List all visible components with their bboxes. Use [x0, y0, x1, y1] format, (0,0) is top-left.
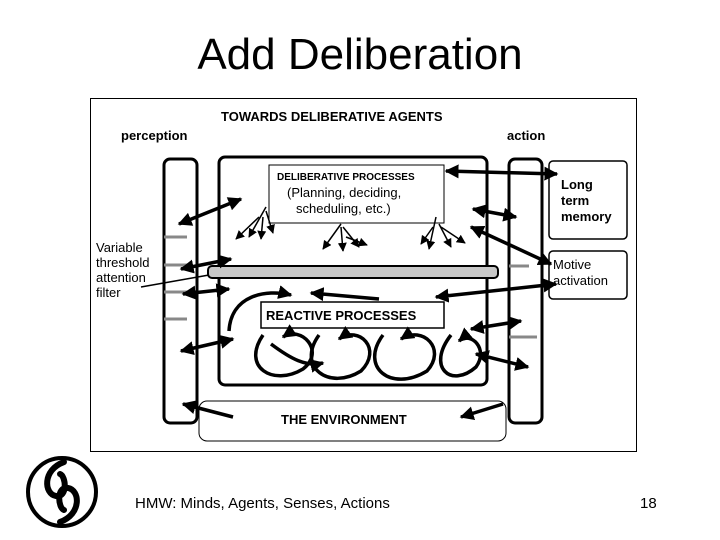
ltm-line: term — [561, 193, 590, 208]
deliberative-line2: scheduling, etc.) — [296, 201, 391, 216]
filter-pointer — [140, 274, 210, 288]
branching-arrows — [235, 206, 466, 252]
action-label: action — [507, 128, 546, 143]
university-logo-icon — [26, 456, 98, 528]
long-term-memory-box — [548, 160, 628, 240]
reactive-box — [260, 301, 445, 329]
motive-activation-box — [548, 250, 628, 300]
flow-arrows — [177, 164, 559, 420]
footer-text: HMW: Minds, Agents, Senses, Actions — [135, 495, 390, 512]
filter-label: Variable threshold attention filter — [96, 240, 149, 300]
environment-label: THE ENVIRONMENT — [281, 412, 407, 427]
reactive-label: REACTIVE PROCESSES — [266, 308, 417, 323]
diagram-heading: TOWARDS DELIBERATIVE AGENTS — [221, 109, 443, 124]
architecture-diagram: TOWARDS DELIBERATIVE AGENTS perception a… — [90, 98, 637, 452]
motive-line: activation — [553, 273, 608, 288]
ltm-line: memory — [561, 209, 612, 224]
deliberative-title: DELIBERATIVE PROCESSES — [277, 172, 415, 183]
filter-label-line: Variable — [96, 240, 143, 255]
filter-label-line: threshold — [96, 255, 150, 270]
diagram-graphics — [140, 155, 628, 442]
page-number: 18 — [640, 495, 657, 512]
action-column — [507, 157, 544, 425]
motive-activation-label: Motive activation — [553, 257, 608, 289]
deliberative-box — [268, 164, 445, 224]
attention-filter-bar — [207, 265, 499, 279]
filter-label-line: filter — [96, 285, 121, 300]
deliberative-line1: (Planning, deciding, — [287, 185, 402, 200]
motive-line: Motive — [553, 257, 592, 272]
reactive-loops — [227, 285, 483, 381]
environment-box — [198, 400, 507, 442]
filter-label-line: attention — [96, 270, 146, 285]
ltm-line: Long — [561, 177, 593, 192]
slide-title: Add Deliberation — [197, 30, 523, 79]
perception-label: perception — [121, 128, 188, 143]
long-term-memory-label: Long term memory — [561, 177, 612, 225]
